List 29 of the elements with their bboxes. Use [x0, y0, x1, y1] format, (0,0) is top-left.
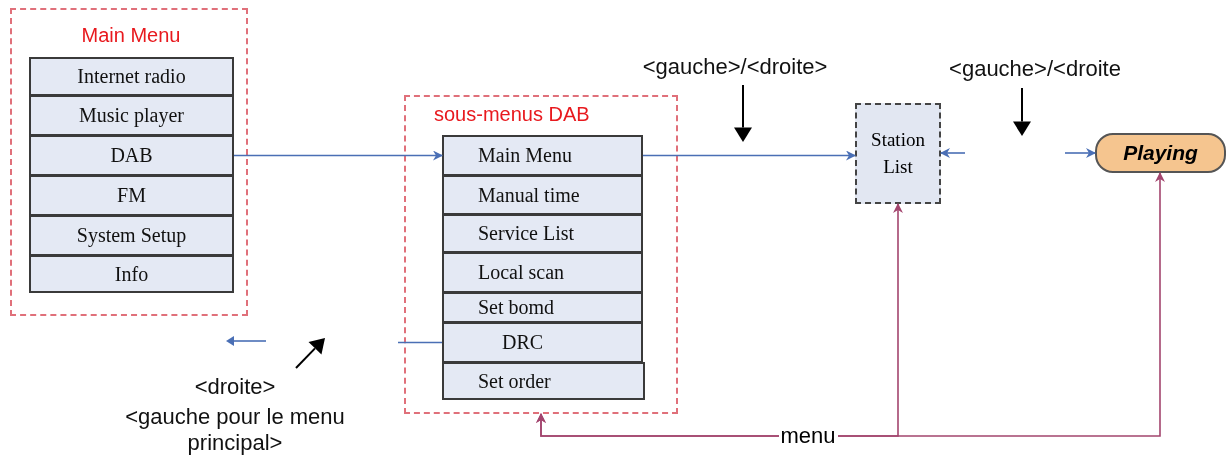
- menu-item: Manual time: [442, 175, 643, 215]
- navigation-note: <gauche pour le menu principal>: [124, 404, 346, 457]
- menu-title: sous-menus DAB: [434, 103, 591, 126]
- navigation-note: <gauche>/<droite: [948, 56, 1122, 83]
- menu-item: Music player: [29, 95, 234, 136]
- menu-item: DRC: [442, 322, 643, 363]
- arrow: [1064, 148, 1096, 158]
- menu-item: FM: [29, 175, 234, 216]
- menu-item: Info: [29, 255, 234, 293]
- arrow: [940, 148, 966, 158]
- menu-item: Set bomd: [442, 292, 643, 323]
- arrow: [233, 150, 443, 161]
- navigation-note: <droite>: [193, 374, 277, 401]
- menu-item: Service List: [442, 214, 643, 253]
- menu-item: DAB: [29, 135, 234, 176]
- menu-item: System Setup: [29, 215, 234, 256]
- navigation-note: <gauche>/<droite>: [641, 54, 829, 81]
- menu-group-frame: [404, 95, 678, 414]
- connector-line: [397, 341, 443, 344]
- menu-item: Set order: [442, 362, 645, 400]
- arrow: [536, 172, 1165, 437]
- station-list-box: Station List: [855, 103, 941, 204]
- menu-group-frame: [10, 8, 248, 316]
- playing-state-box: Playing: [1095, 133, 1226, 173]
- menu-item: Internet radio: [29, 57, 234, 96]
- arrow: [642, 150, 856, 161]
- menu-item: Main Menu: [442, 135, 643, 176]
- menu-title: Main Menu: [80, 24, 182, 47]
- menu-item: Local scan: [442, 252, 643, 293]
